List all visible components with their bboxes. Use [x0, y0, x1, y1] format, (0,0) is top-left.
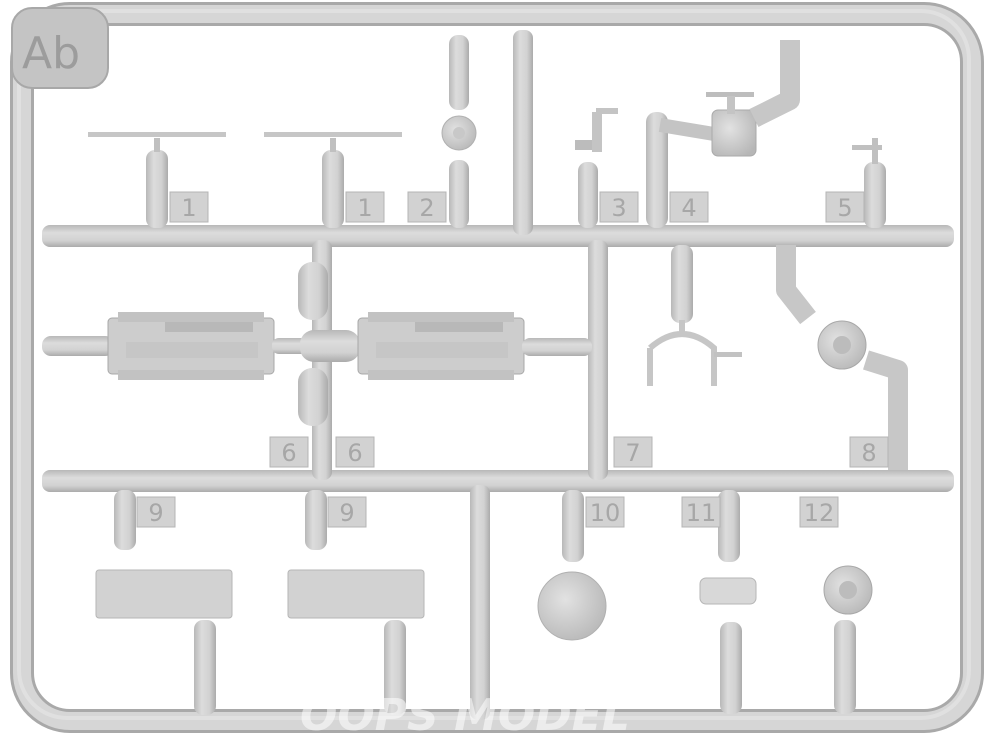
part-tag-label: 1 [357, 194, 372, 222]
part-tag-label: 3 [611, 194, 626, 222]
part-7 [647, 245, 742, 386]
part-tag-label: 5 [837, 194, 852, 222]
part-tag-6: 6 [335, 436, 375, 468]
part-6-right [357, 312, 525, 380]
part-10 [537, 490, 607, 641]
part-tag-label: 4 [681, 194, 696, 222]
part-tag-11: 11 [681, 496, 721, 528]
part-tag-4: 4 [669, 191, 709, 223]
part-tag-label: 1 [181, 194, 196, 222]
part-9-left [95, 490, 233, 715]
sprue-tab [11, 7, 109, 89]
part-1-right [264, 132, 402, 228]
part-4 [646, 40, 800, 228]
part-tag-5: 5 [825, 191, 865, 223]
part-tag-label: 6 [347, 439, 362, 467]
part-tag-12: 12 [799, 496, 839, 528]
part-12 [823, 565, 873, 714]
part-tag-1: 1 [169, 191, 209, 223]
part-tag-label: 8 [861, 439, 876, 467]
runner-v2 [588, 240, 608, 480]
outer-frame [13, 5, 981, 730]
runner-v1 [513, 30, 533, 235]
part-tag-label: 6 [281, 439, 296, 467]
part-8 [776, 245, 908, 470]
part-tag-label: 9 [148, 499, 163, 527]
part-6-left [107, 312, 275, 380]
runner-h1 [42, 225, 954, 247]
part-tag-label: 2 [419, 194, 434, 222]
part-tag-10: 10 [585, 496, 625, 528]
part-tag-8: 8 [849, 436, 889, 468]
part-11 [699, 490, 757, 714]
part-3 [575, 108, 618, 228]
part-2 [441, 35, 477, 228]
part-tag-label: 10 [590, 499, 621, 527]
runner-v3 [470, 485, 490, 720]
part-tag-9: 9 [327, 496, 367, 528]
part-9-right [287, 490, 425, 715]
part-tag-label: 7 [625, 439, 640, 467]
part-tag-6: 6 [269, 436, 309, 468]
runner-h2 [42, 470, 954, 492]
part-tag-label: 9 [339, 499, 354, 527]
part-tag-label: 11 [686, 499, 717, 527]
sprue-code: Ab [22, 28, 80, 79]
part-tag-2: 2 [407, 191, 447, 223]
center-hub [298, 262, 360, 426]
part-tag-3: 3 [599, 191, 639, 223]
part-5 [852, 138, 886, 228]
part-1-left [88, 132, 226, 228]
part-tag-7: 7 [613, 436, 653, 468]
watermark: OOPS MODEL [300, 690, 630, 741]
part-tag-9: 9 [136, 496, 176, 528]
part-tag-1: 1 [345, 191, 385, 223]
part-tag-label: 12 [804, 499, 835, 527]
